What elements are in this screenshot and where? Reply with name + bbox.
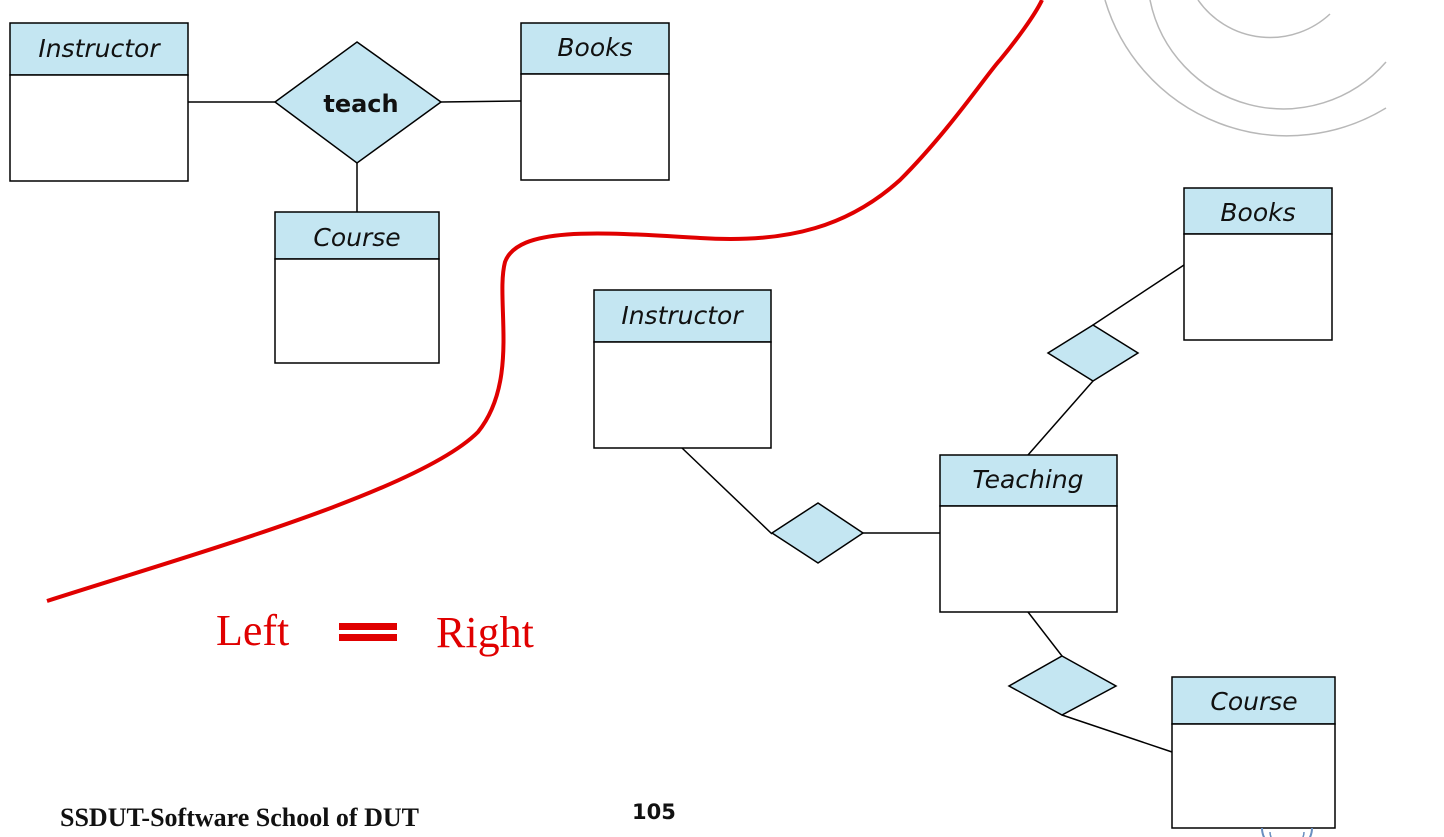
right-connectors (681, 264, 1185, 753)
equation-right: Right (436, 608, 534, 657)
entity-title: Books (557, 33, 632, 62)
entity-title: Course (1210, 687, 1297, 716)
divider-curve (46, 0, 1044, 603)
entity-title: Teaching (972, 465, 1083, 494)
left-connectors (188, 100, 522, 212)
entity-course-right: Course (1171, 676, 1336, 829)
school-logo (1261, 827, 1313, 837)
entity-books-right: Books (1183, 187, 1333, 341)
entity-instructor-left: Instructor (9, 22, 189, 182)
relationship-teach: teach (273, 41, 443, 164)
equation: Left Right (216, 606, 534, 657)
entity-course-left: Course (274, 211, 440, 364)
equation-left: Left (216, 606, 289, 655)
entity-teaching: Teaching (939, 454, 1118, 613)
relationship-label: teach (323, 90, 398, 118)
entity-title: Instructor (38, 34, 161, 63)
footer-school: SSDUT-Software School of DUT (60, 803, 419, 832)
relationship-diamond-instructor-teaching (770, 502, 865, 564)
decorative-arcs (1104, 0, 1387, 137)
entity-instructor-right: Instructor (593, 289, 772, 449)
entity-title: Instructor (621, 301, 744, 330)
page-number: 105 (632, 800, 676, 824)
equals-sign-bottom-bar (339, 634, 397, 641)
entity-title: Books (1220, 198, 1295, 227)
relationship-diamond-teaching-books (1046, 324, 1140, 382)
relationship-diamond-teaching-course (1007, 655, 1118, 716)
equals-sign-top-bar (339, 623, 397, 630)
entity-title: Course (313, 223, 400, 252)
entity-books-left: Books (520, 22, 670, 181)
